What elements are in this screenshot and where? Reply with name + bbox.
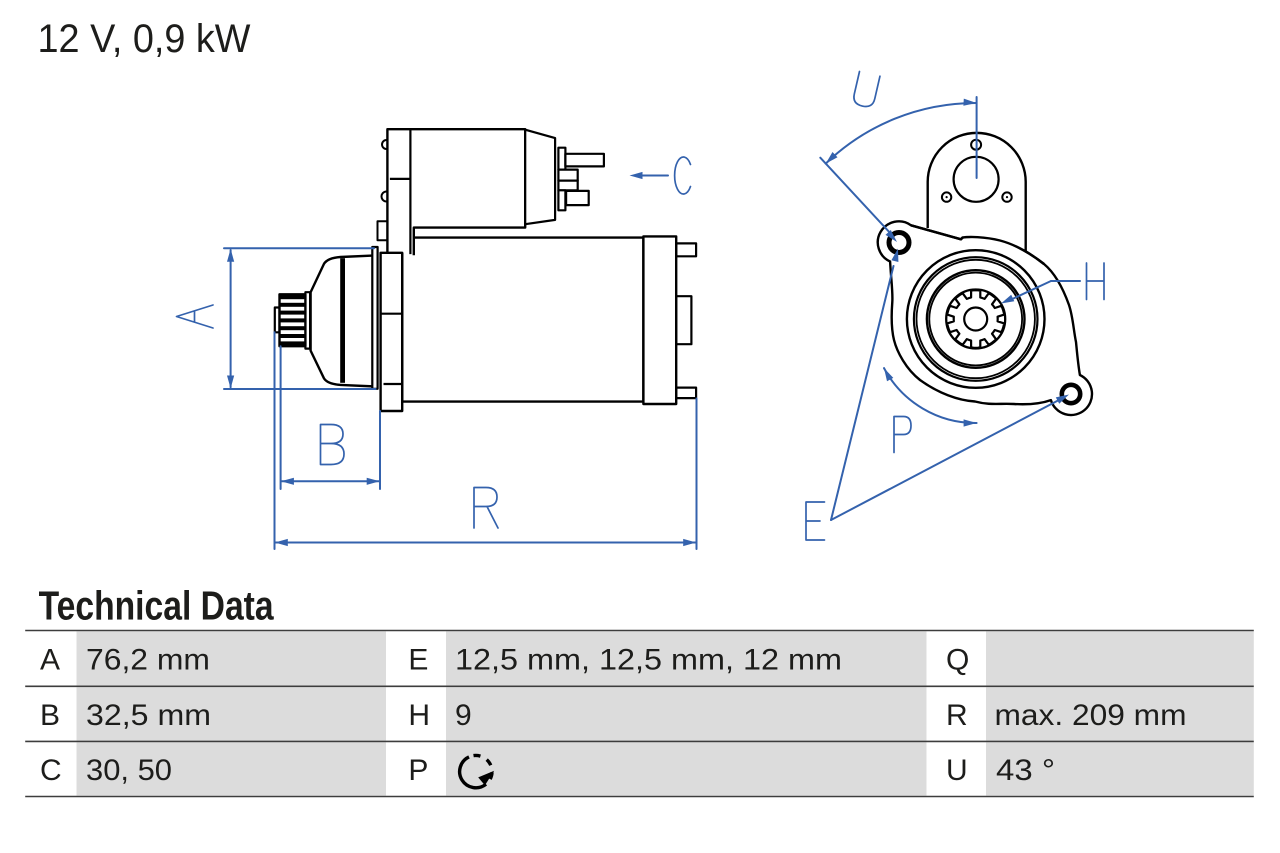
svg-text:12,5 mm, 12,5 mm, 12 mm: 12,5 mm, 12,5 mm, 12 mm [455, 643, 842, 676]
svg-text:30, 50: 30, 50 [86, 754, 172, 787]
svg-text:max. 209 mm: max. 209 mm [995, 699, 1187, 732]
svg-text:Q: Q [946, 643, 969, 676]
svg-text:R: R [946, 699, 968, 732]
svg-text:H: H [408, 699, 430, 732]
svg-text:Technical Data: Technical Data [39, 583, 275, 629]
svg-text:C: C [40, 754, 62, 787]
svg-text:76,2 mm: 76,2 mm [86, 643, 210, 676]
svg-text:12 V, 0,9 kW: 12 V, 0,9 kW [38, 17, 251, 61]
svg-text:U: U [946, 754, 968, 787]
svg-text:32,5 mm: 32,5 mm [86, 699, 211, 732]
svg-text:B: B [40, 699, 60, 732]
svg-text:A: A [40, 643, 60, 676]
svg-text:P: P [408, 754, 428, 787]
svg-text:43 °: 43 ° [996, 754, 1055, 787]
svg-text:E: E [408, 643, 428, 676]
svg-text:9: 9 [455, 699, 472, 732]
